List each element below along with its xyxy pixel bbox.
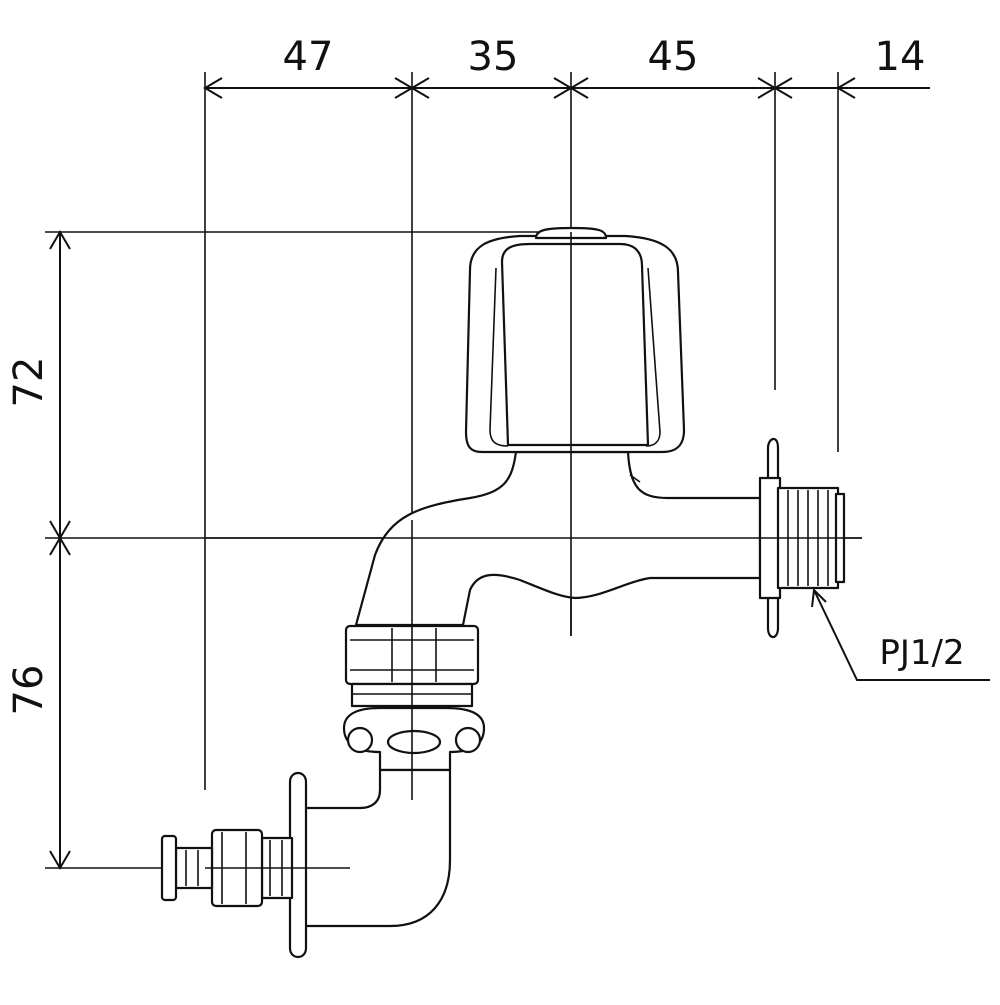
handle-inner-face xyxy=(500,242,650,447)
thread-spec-label: PJ1/2 xyxy=(879,633,964,673)
body-detail xyxy=(629,474,641,483)
handle-left-rib xyxy=(489,267,509,447)
dimension-14: 14 xyxy=(875,34,926,80)
top-dimension-chain: 47 35 45 14 xyxy=(203,34,930,99)
dimension-45: 45 xyxy=(648,34,699,80)
coupler-bolt-left xyxy=(346,726,374,754)
lower-wall-flange xyxy=(288,771,308,959)
handle-right-rib xyxy=(645,267,661,447)
connector-tip-flange xyxy=(160,834,178,902)
lower-coupler xyxy=(342,706,486,772)
elbow-body xyxy=(302,768,452,928)
elbow-pipe xyxy=(302,768,452,928)
faucet-handle xyxy=(464,226,686,454)
arrowhead xyxy=(49,536,71,556)
dimension-72: 72 xyxy=(6,357,52,408)
thread-callout: PJ1/2 xyxy=(811,587,990,681)
leader-arrowhead xyxy=(811,587,827,608)
axis-overlay xyxy=(205,232,862,869)
coupler-bolt-right xyxy=(454,726,482,754)
dimension-76: 76 xyxy=(6,665,52,716)
dimension-35: 35 xyxy=(468,34,519,80)
arrowhead xyxy=(49,230,71,250)
arrowhead xyxy=(49,850,71,870)
dimension-47: 47 xyxy=(283,34,334,80)
coupler-oval-window xyxy=(386,729,442,755)
hose-connector xyxy=(160,771,308,959)
leader-line xyxy=(813,589,990,681)
